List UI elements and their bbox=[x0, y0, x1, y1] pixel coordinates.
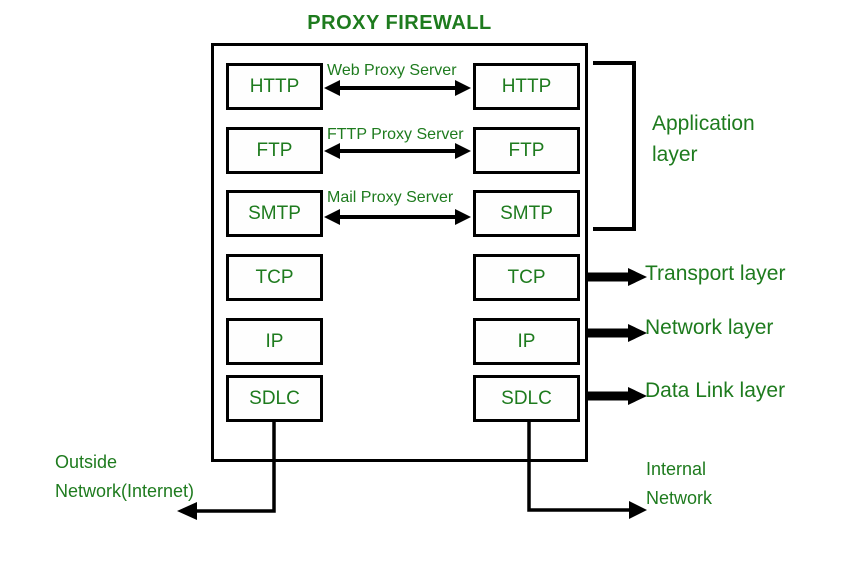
network-layer-arrow bbox=[588, 324, 647, 342]
outside-stack-ftp-box: FTP bbox=[226, 127, 323, 174]
outside-stack-tcp-box: TCP bbox=[226, 254, 323, 301]
mail-proxy-server-label: Mail Proxy Server bbox=[327, 189, 454, 206]
internal-network-label: Internal Network bbox=[646, 459, 713, 508]
data-link-layer-arrow bbox=[588, 387, 647, 405]
outside-stack-sdlc-box: SDLC bbox=[226, 375, 323, 422]
web-proxy-server-label: Web Proxy Server bbox=[327, 62, 457, 79]
application-layer-label: Application layer bbox=[652, 112, 755, 166]
transport-layer-arrow bbox=[588, 268, 647, 286]
transport-layer-label: Transport layer bbox=[645, 262, 786, 285]
data-link-layer-label: Data Link layer bbox=[645, 379, 786, 402]
outside-stack-http-box: HTTP bbox=[226, 63, 323, 110]
internal-stack-ip-box: IP bbox=[473, 318, 580, 365]
outside-stack-ip-box: IP bbox=[226, 318, 323, 365]
internal-stack-smtp-box: SMTP bbox=[473, 190, 580, 237]
application-layer-bracket bbox=[593, 61, 636, 231]
internal-stack-ftp-box: FTP bbox=[473, 127, 580, 174]
fttp-proxy-server-label: FTTP Proxy Server bbox=[327, 126, 464, 143]
internal-stack-tcp-box: TCP bbox=[473, 254, 580, 301]
network-layer-label: Network layer bbox=[645, 316, 774, 339]
diagram-title: PROXY FIREWALL bbox=[307, 12, 492, 34]
internal-stack-http-box: HTTP bbox=[473, 63, 580, 110]
firewall-boundary-box bbox=[211, 43, 588, 462]
outside-stack-smtp-box: SMTP bbox=[226, 190, 323, 237]
internal-stack-sdlc-box: SDLC bbox=[473, 375, 580, 422]
outside-network-label: Outside Network(Internet) bbox=[55, 452, 195, 501]
